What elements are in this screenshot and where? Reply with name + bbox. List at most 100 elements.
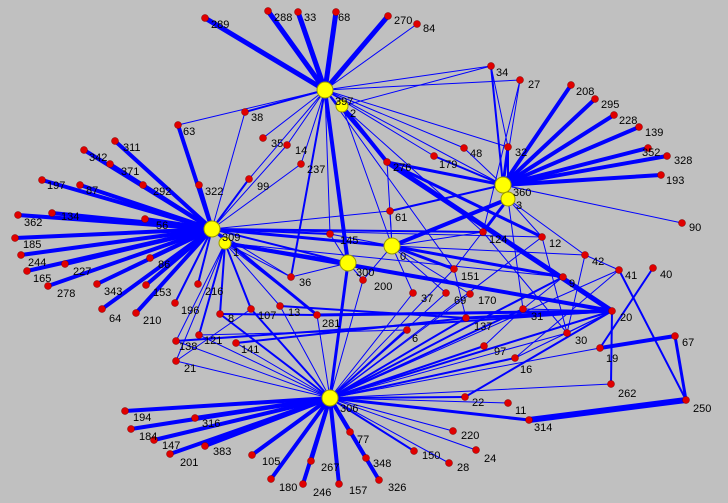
node-250[interactable]: [682, 396, 690, 404]
node-87[interactable]: [76, 181, 84, 189]
node-246[interactable]: [299, 480, 307, 488]
node-11[interactable]: [504, 399, 512, 407]
node-137[interactable]: [462, 314, 470, 322]
hub-node-300[interactable]: [339, 254, 357, 272]
node-97[interactable]: [480, 342, 488, 350]
node-107[interactable]: [247, 305, 255, 313]
node-12[interactable]: [538, 233, 546, 241]
node-197[interactable]: [38, 176, 46, 184]
node-84[interactable]: [413, 20, 421, 28]
hub-node-2[interactable]: [335, 99, 349, 113]
hub-node-0[interactable]: [383, 237, 401, 255]
node-194[interactable]: [121, 407, 129, 415]
node-278[interactable]: [44, 282, 52, 290]
node-237[interactable]: [297, 160, 305, 168]
node-281[interactable]: [313, 311, 321, 319]
node-343[interactable]: [93, 280, 101, 288]
node-342[interactable]: [80, 146, 88, 154]
node-13[interactable]: [276, 302, 284, 310]
node-185[interactable]: [11, 234, 19, 242]
node-31[interactable]: [519, 305, 527, 313]
node-262[interactable]: [607, 380, 615, 388]
node-86[interactable]: [146, 254, 154, 262]
node-36[interactable]: [287, 273, 295, 281]
node-316[interactable]: [191, 414, 199, 422]
node-28[interactable]: [445, 459, 453, 467]
node-180[interactable]: [267, 475, 275, 483]
node-41[interactable]: [615, 266, 623, 274]
node-208[interactable]: [567, 81, 575, 89]
node-6[interactable]: [403, 326, 411, 334]
node-141[interactable]: [232, 339, 240, 347]
node-139[interactable]: [635, 123, 643, 131]
node-244[interactable]: [17, 251, 25, 259]
node-138[interactable]: [172, 337, 180, 345]
node-124[interactable]: [479, 228, 487, 236]
node-42[interactable]: [581, 251, 589, 259]
node-56[interactable]: [141, 215, 149, 223]
node-121[interactable]: [195, 331, 203, 339]
node-134[interactable]: [48, 209, 56, 217]
node-328[interactable]: [663, 152, 671, 160]
node-147[interactable]: [150, 436, 158, 444]
node-326[interactable]: [375, 476, 383, 484]
node-288[interactable]: [264, 7, 272, 15]
node-38[interactable]: [241, 108, 249, 116]
node-150[interactable]: [410, 447, 418, 455]
node-63[interactable]: [174, 121, 182, 129]
node-19[interactable]: [596, 344, 604, 352]
node-348[interactable]: [362, 454, 370, 462]
node-362[interactable]: [14, 211, 22, 219]
node-157[interactable]: [335, 480, 343, 488]
node-68[interactable]: [332, 8, 340, 16]
node-35[interactable]: [259, 134, 267, 142]
node-16[interactable]: [511, 354, 519, 362]
node-184[interactable]: [127, 425, 135, 433]
hub-node-1[interactable]: [218, 236, 232, 250]
node-196[interactable]: [171, 299, 179, 307]
node-90[interactable]: [678, 219, 686, 227]
node-311[interactable]: [111, 137, 119, 145]
hub-node-360[interactable]: [494, 176, 512, 194]
node-322[interactable]: [195, 181, 203, 189]
node-210[interactable]: [132, 309, 140, 317]
node-170[interactable]: [466, 290, 474, 298]
node-352[interactable]: [644, 144, 652, 152]
node-32[interactable]: [504, 143, 512, 151]
node-193[interactable]: [657, 171, 665, 179]
node-67[interactable]: [671, 332, 679, 340]
node-145[interactable]: [326, 230, 334, 238]
node-179[interactable]: [430, 152, 438, 160]
node-48[interactable]: [460, 144, 468, 152]
node-69[interactable]: [442, 289, 450, 297]
node-165[interactable]: [23, 267, 31, 275]
node-33[interactable]: [294, 8, 302, 16]
node-314[interactable]: [525, 416, 533, 424]
node-64[interactable]: [98, 305, 106, 313]
node-270[interactable]: [384, 12, 392, 20]
node-14[interactable]: [283, 141, 291, 149]
node-292[interactable]: [139, 181, 147, 189]
node-20[interactable]: [608, 307, 616, 315]
node-22[interactable]: [461, 393, 469, 401]
node-34[interactable]: [487, 62, 495, 70]
node-153[interactable]: [142, 281, 150, 289]
node-383[interactable]: [201, 442, 209, 450]
node-267[interactable]: [307, 457, 315, 465]
node-37[interactable]: [409, 289, 417, 297]
node-40[interactable]: [649, 264, 657, 272]
node-61[interactable]: [386, 207, 394, 215]
node-228[interactable]: [610, 111, 618, 119]
node-30[interactable]: [563, 329, 571, 337]
node-21[interactable]: [172, 357, 180, 365]
node-99[interactable]: [245, 175, 253, 183]
node-105[interactable]: [248, 451, 256, 459]
node-151[interactable]: [450, 265, 458, 273]
hub-node-309[interactable]: [203, 220, 221, 238]
node-201[interactable]: [166, 450, 174, 458]
node-24[interactable]: [472, 446, 480, 454]
node-227[interactable]: [61, 260, 69, 268]
node-77[interactable]: [346, 428, 354, 436]
node-220[interactable]: [449, 427, 457, 435]
node-371[interactable]: [106, 160, 114, 168]
